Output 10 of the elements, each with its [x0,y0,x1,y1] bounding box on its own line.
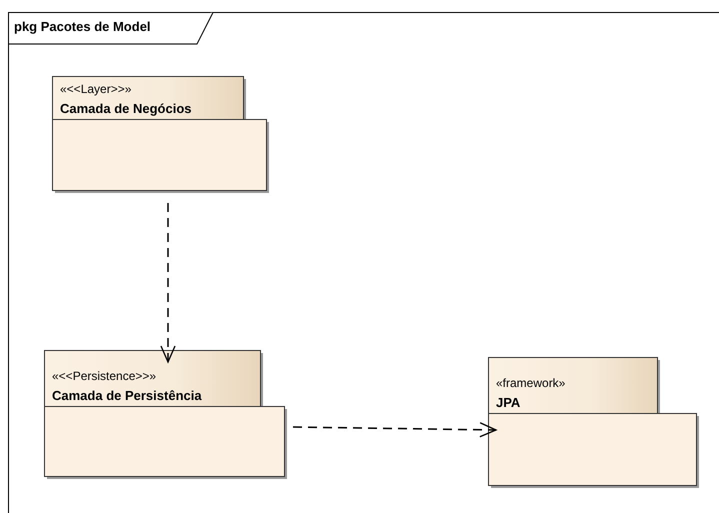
package-frame [8,12,719,513]
frame-title: pkg Pacotes de Model [14,19,151,34]
package-name: Camada de Persistência [52,388,202,403]
stereotype-label: «<<Persistence>>» [52,369,156,383]
stereotype-label: «framework» [496,376,566,390]
package-name: JPA [496,395,520,410]
dependency-arrow [292,422,497,438]
package-name: Camada de Negócios [60,101,192,116]
dependency-arrow [160,203,176,363]
stereotype-label: «<<Layer>>» [60,82,132,96]
